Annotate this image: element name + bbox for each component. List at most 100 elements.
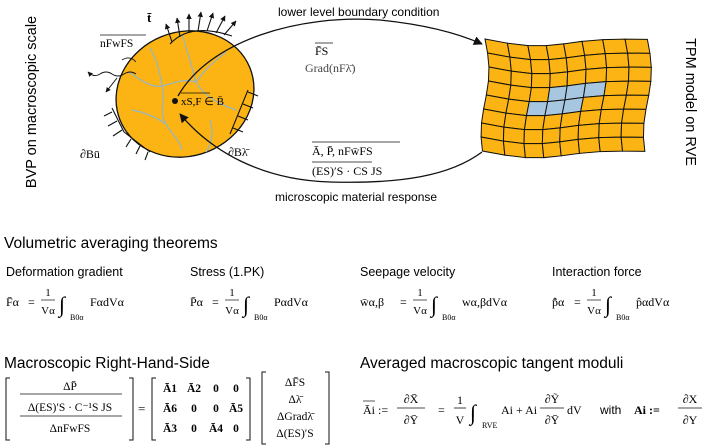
seepage-arrow	[87, 71, 137, 77]
integral-sign: ∫	[603, 292, 613, 318]
rve-cell	[600, 94, 628, 111]
bottom-arrow-label: microscopic material response	[275, 190, 437, 204]
theorem-one: 1	[229, 287, 235, 299]
theorem-equals: =	[400, 295, 407, 309]
rve-cell	[523, 129, 544, 145]
rve-cell	[582, 81, 607, 98]
tangent-frac-den: ∂Ȳ	[404, 413, 419, 427]
rve-cell	[604, 52, 630, 69]
material-point-label: xS,F ∈ B̄	[181, 96, 224, 108]
rve-cell	[598, 122, 623, 139]
theorem-domain: B0α	[254, 313, 268, 322]
volumetric-title: Volumetric averaging theorems	[4, 235, 218, 252]
theorem-volume: Vα	[587, 305, 601, 317]
matrix-entry: 0	[213, 383, 219, 395]
rve-cell	[627, 66, 652, 82]
rve-cell	[559, 138, 581, 157]
rve-cell	[525, 101, 549, 117]
theorem-volume: Vα	[413, 305, 427, 317]
rve-cell	[598, 108, 625, 125]
theorem-integrand: PαdVα	[274, 295, 309, 309]
theorem-domain: B0α	[442, 313, 456, 322]
rve-cell	[549, 71, 569, 89]
rve-cell	[527, 45, 550, 61]
rve-cell	[542, 113, 563, 131]
tangent-rhs-lhs: Ai :=	[634, 403, 660, 417]
rhs-right-2: Δλ̄	[289, 394, 304, 406]
matrix-entry: 0	[233, 383, 239, 395]
rve-cell	[620, 108, 647, 124]
rve-cell	[577, 123, 600, 140]
theorem-equals: =	[28, 295, 35, 309]
tangent-lhs: Āi :=	[363, 403, 388, 417]
rve-cell	[530, 73, 551, 89]
rve-cell	[523, 115, 546, 131]
macroscopic-body	[115, 30, 255, 158]
tangent-with: with	[599, 403, 621, 417]
tangent-equation: Āi := ∂X̄ ∂Ȳ = 1 V ∫ RVE Ai + Ai ∂Ỹ ∂Ȳ d…	[363, 392, 702, 430]
rve-cell	[624, 38, 651, 54]
tangent-frac-num: ∂X̄	[404, 392, 419, 406]
rve-cell	[523, 143, 545, 159]
rve-cell	[585, 67, 608, 84]
tangent-integral: ∫	[468, 400, 478, 426]
rve-cell	[548, 57, 569, 75]
rhs-right-3: ΔGradλ̄	[277, 411, 315, 423]
theorem-integrand: FαdVα	[90, 295, 125, 309]
matrix-entry: 0	[233, 423, 239, 435]
tangent-frac2-num: ∂Ỹ	[545, 392, 560, 406]
top-transfer-2: Grad(nFλ̄)	[305, 61, 355, 75]
tangent-domain: RVE	[482, 421, 497, 430]
rve-cell	[547, 85, 568, 103]
seepage-label: nFwFS	[100, 38, 133, 50]
tangent-one: 1	[457, 393, 463, 407]
boundary-lambda-hatch	[229, 89, 259, 135]
theorem-lhs: p̂̄α	[552, 295, 565, 309]
top-transfer-1: F̄S	[315, 44, 328, 58]
integral-sign: ∫	[57, 292, 67, 318]
theorem-integrand: wα,βdVα	[462, 295, 508, 309]
theorem-label: Seepage velocity	[360, 265, 456, 279]
matrix-entry: Ā5	[229, 402, 243, 415]
bottom-transfer-1: Ā, P̄, nFw̄FS	[312, 144, 373, 158]
rve-cell	[602, 38, 629, 55]
tangent-term1: Ai + Ai	[501, 403, 538, 417]
rve-cell	[603, 80, 630, 97]
rve-cell	[545, 43, 567, 61]
theorem-label: Deformation gradient	[6, 265, 123, 279]
rve-cell	[577, 109, 602, 126]
top-transfer-arrow	[177, 18, 483, 97]
matrix-entry: 0	[213, 403, 219, 415]
theorem-one: 1	[45, 287, 51, 299]
tangent-equals: =	[438, 403, 445, 417]
rve-cell	[620, 136, 646, 152]
rve-cell	[625, 80, 652, 96]
traction-arrows	[164, 11, 237, 45]
rve-cell	[584, 53, 608, 70]
rhs-left-3: ΔnFwFS	[50, 423, 91, 435]
rve-cell	[605, 66, 630, 83]
right-vertical-label: TPM model on RVE	[682, 38, 698, 166]
rve-cell	[541, 141, 562, 159]
theorem-volume: Vα	[225, 305, 239, 317]
tangent-title: Averaged macroscopic tangent moduli	[360, 355, 623, 372]
bottom-transfer-arrow	[179, 113, 483, 183]
rve-cell	[529, 59, 551, 75]
theorem-lhs: w̄α,β	[360, 295, 384, 309]
integral-sign: ∫	[429, 292, 439, 318]
boundary-lambda-label: ∂Bλ̄	[228, 145, 250, 159]
rve-cell	[623, 94, 650, 110]
matrix-entry: Ā6	[163, 402, 177, 415]
rve-cell	[627, 52, 652, 68]
theorem-lhs: F̄α	[6, 295, 20, 309]
rve-cell	[581, 39, 606, 56]
rhs-left-1: ΔP̄	[63, 380, 77, 393]
rhs-equals: =	[138, 401, 145, 416]
seepage-normal	[105, 77, 118, 93]
theorem-domain: B0α	[616, 313, 630, 322]
rhs-title: Macroscopic Right-Hand-Side	[4, 355, 210, 372]
theorem-volume: Vα	[41, 305, 55, 317]
rve-cell	[577, 137, 601, 154]
theorem-label: Stress (1.PK)	[190, 265, 264, 279]
